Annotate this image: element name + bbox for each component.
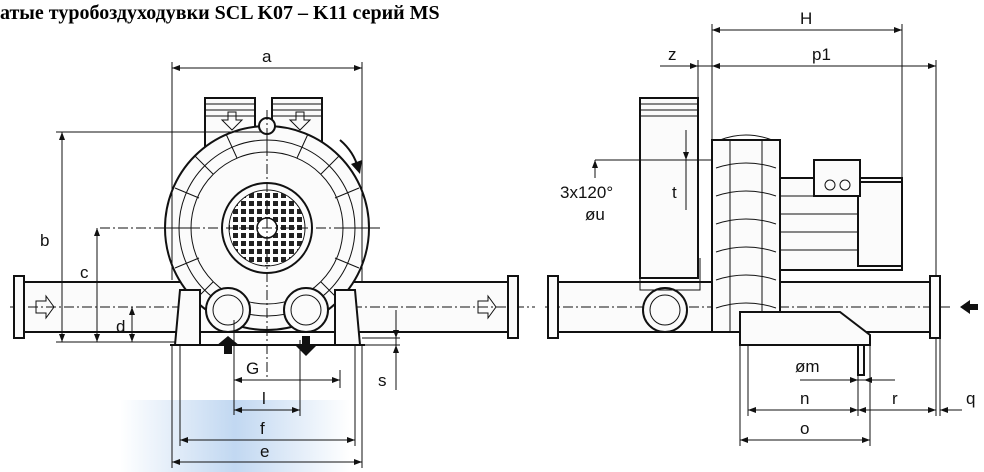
flow-arrow-out [294, 336, 318, 356]
side-base [739, 311, 871, 346]
dim-label-s: s [378, 371, 387, 390]
dim-label-G: G [246, 359, 259, 378]
dim-label-p1: p1 [812, 45, 831, 64]
dim-label-o: o [800, 419, 809, 438]
terminal-box [813, 159, 861, 197]
side-flow-arrow [960, 300, 978, 314]
dim-label-l: l [262, 389, 266, 408]
port-left [205, 287, 251, 333]
side-port [642, 287, 688, 333]
dim-label-f: f [260, 419, 265, 438]
flow-arrow-left [35, 294, 55, 320]
dim-label-angle: 3x120° [560, 183, 613, 202]
dim-label-u: øu [585, 205, 605, 224]
dim-label-c: c [80, 263, 89, 282]
dim-label-n: n [800, 389, 809, 408]
front-flange-left [13, 275, 25, 339]
dim-label-q: q [966, 389, 975, 408]
foot-left [173, 289, 201, 346]
page-title: атые туробоздуходувки SCL K07 – K11 сери… [0, 2, 440, 24]
foot-right [334, 289, 362, 346]
dim-label-d: d [116, 317, 125, 336]
fan-glow [120, 400, 350, 472]
side-flange-left [547, 275, 559, 339]
dim-label-m: øm [795, 357, 820, 376]
side-inlet-pipe [639, 97, 699, 279]
dim-label-e: e [260, 442, 269, 461]
side-view: H z p1 t 3x120° øu øm n r q o [545, 9, 978, 446]
dim-label-b: b [40, 231, 49, 250]
front-flange-right [507, 275, 519, 339]
side-flange-right [929, 275, 941, 339]
port-right [283, 287, 329, 333]
flow-arrow-in [216, 336, 240, 354]
front-view: a b c d G l f e s [10, 47, 535, 468]
dim-label-a: a [262, 47, 272, 66]
dim-label-H: H [800, 9, 812, 28]
flow-arrow-right [477, 294, 497, 320]
dim-label-r: r [892, 389, 898, 408]
dim-label-t: t [672, 183, 677, 202]
dim-label-z: z [668, 45, 677, 64]
